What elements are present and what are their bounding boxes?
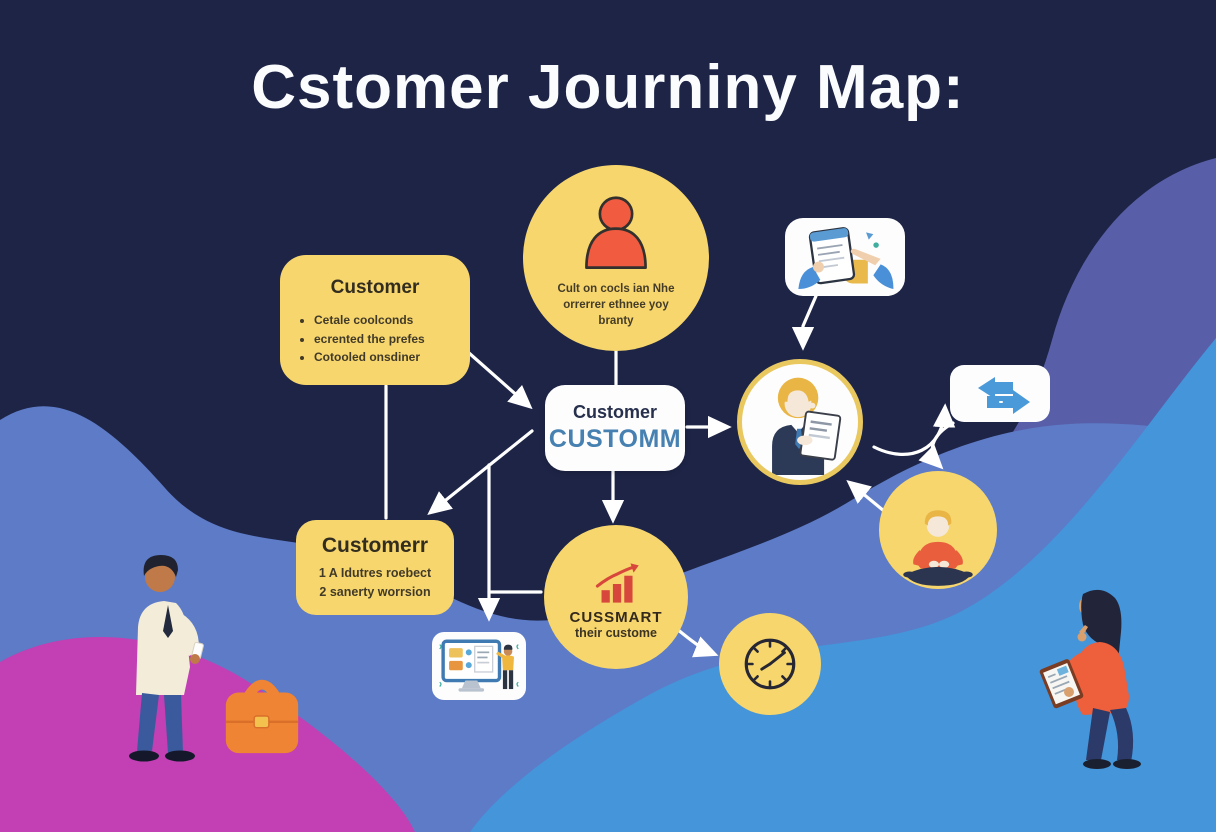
person-icon — [585, 196, 647, 269]
growth-subtitle: their custome — [575, 625, 657, 640]
magenta-blob — [0, 637, 415, 832]
clock-icon — [744, 638, 796, 690]
customer-center-box: Customer CUSTOMM — [545, 385, 685, 471]
bullet-item: Cotooled onsdiner — [314, 348, 470, 367]
customerr-items: 1 A Idutres roebect 2 sanerty worrsion — [296, 564, 454, 602]
growth-circle: CUSSMART their custome — [544, 525, 688, 669]
center-box-title: Customer — [572, 402, 657, 422]
growth-title: CUSSMART — [569, 608, 663, 626]
persona-circle: Cult on cocls ian Nhe orrerrer ethnee yo… — [523, 165, 709, 351]
monitor-illustration-box — [432, 632, 526, 700]
businessman-circle — [737, 359, 863, 485]
center-box-subtitle: CUSTOMM — [548, 425, 682, 453]
bullet-item: Cetale coolconds — [314, 311, 470, 330]
monitor-presentation-icon — [439, 639, 519, 692]
customer-box-bullets: Cetale coolconds ecrented the prefes Cot… — [280, 311, 470, 367]
bar-chart-icon — [595, 562, 639, 603]
hands-holding-tablet-icon — [798, 227, 894, 289]
woman-with-clipboard-figure — [1039, 589, 1141, 769]
bright-blue-wave — [470, 338, 1216, 832]
standing-man-figure — [129, 555, 204, 762]
clock-circle — [719, 613, 821, 715]
persona-caption: Cult on cocls ian Nhe orrerrer ethnee yo… — [558, 281, 675, 329]
briefcase-icon — [225, 679, 299, 754]
swap-arrows-icon — [978, 376, 1030, 414]
swap-arrows-box — [950, 365, 1050, 422]
tablet-illustration-box — [785, 218, 905, 296]
customerr-box: Customerr 1 A Idutres roebect 2 sanerty … — [296, 520, 454, 615]
caption-line: orrerrer ethnee yoy — [563, 299, 669, 312]
bullet-item: ecrented the prefes — [314, 330, 470, 349]
sitting-person-circle — [879, 471, 997, 589]
customer-info-box: Customer Cetale coolconds ecrented the p… — [280, 255, 470, 385]
customerr-heading: Customerr — [321, 534, 429, 557]
page-title: Cstomer Journiny Map: — [251, 53, 965, 122]
customer-box-heading: Customer — [330, 277, 420, 298]
caption-line: Cult on cocls ian Nhe — [557, 283, 675, 295]
numbered-item: 1 A Idutres roebect — [318, 566, 432, 580]
sitting-person-icon — [903, 510, 973, 586]
caption-line: branty — [598, 315, 634, 328]
numbered-item: 2 sanerty worrsion — [319, 584, 431, 599]
businessman-with-document-icon — [772, 377, 842, 475]
